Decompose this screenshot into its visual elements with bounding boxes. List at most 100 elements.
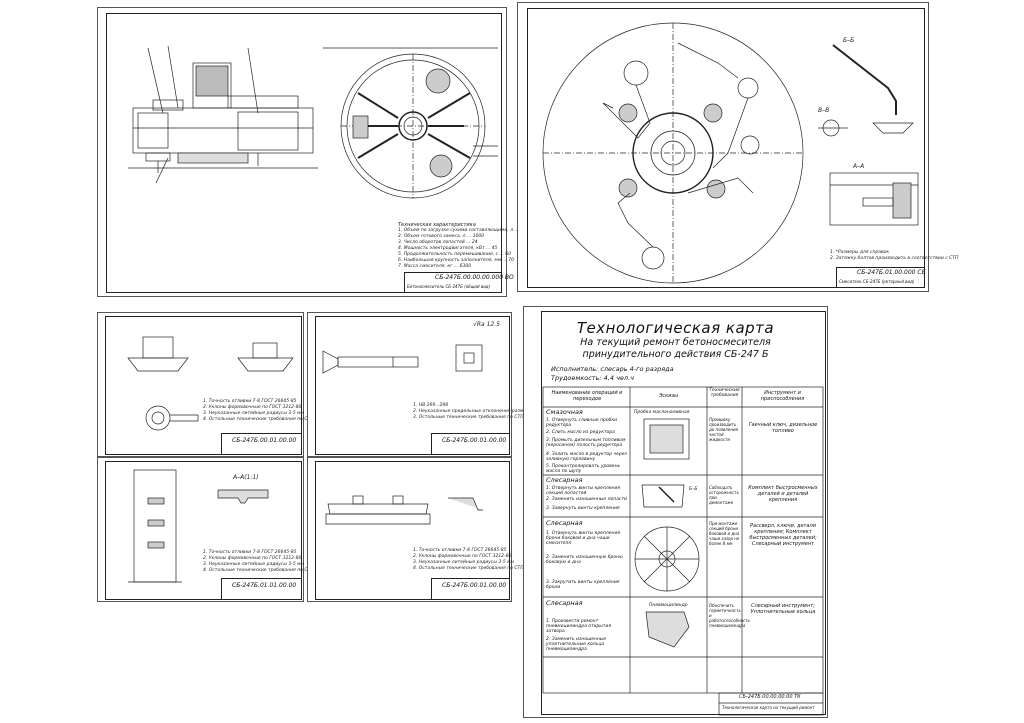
note-line: 1. Точность отливки 7-8 ГОСТ 26645-85 bbox=[413, 548, 507, 553]
sheet-general-view: Техническая характеристика 1. Объем по з… bbox=[97, 7, 532, 297]
card-title: Технологическая карта bbox=[576, 319, 775, 337]
note-line: 4. Остальные технические требования по С… bbox=[203, 417, 334, 422]
sheet-tech-card: Технологическая карта На текущий ремонт … bbox=[523, 306, 828, 718]
card-footer-label: Технологическая карта на текущий ремонт bbox=[722, 705, 815, 710]
block-role: Слесарная bbox=[546, 519, 583, 527]
sketch-label: Б–Б bbox=[689, 487, 698, 492]
drawing-code: СБ-247Б.01.01.00.00 bbox=[232, 582, 297, 589]
drawing-title: Смеситель СБ-247Б (роторный вид) bbox=[839, 279, 915, 284]
drawing-code: СБ-247Б.00.00.00.000 ВО bbox=[435, 274, 514, 281]
card-code: СБ-247Б.00.00.00.00 ТК bbox=[739, 694, 801, 700]
liner-plate-drawing bbox=[128, 469, 269, 583]
drawing-code: СБ-247Б.00.01.00.00 bbox=[442, 437, 507, 444]
step: 3. Завернуть винты крепления bbox=[546, 506, 620, 511]
sheet-liner-plate: А–А(1:1) 1. Точность отливки 7-8 ГОСТ 26… bbox=[97, 457, 334, 602]
technical-characteristics: Техническая характеристика 1. Объем по з… bbox=[398, 222, 532, 270]
card-subtitle-1: На текущий ремонт бетоносмесителя bbox=[580, 337, 771, 348]
block-role: Слесарная bbox=[546, 476, 583, 484]
sheet-frame bbox=[105, 461, 302, 600]
sheet-frame bbox=[105, 316, 302, 455]
rotor-plan-drawing bbox=[542, 22, 919, 284]
requirement: Промывку производить до появления чистой… bbox=[709, 417, 738, 442]
note-line: 3. Неуказанные литейные радиусы 3-5 мм bbox=[203, 562, 304, 567]
tool: Гаечный ключ, дизельное топливо bbox=[748, 422, 818, 434]
card-labor: Трудоемкость: 4,4 чел.ч bbox=[551, 374, 634, 382]
sketch-label: Пробка маслоналивная bbox=[634, 410, 690, 415]
note-line: 4. Мощность электродвигателя, кВт ... 45 bbox=[398, 246, 498, 251]
note-line: 2. Неуказанные предельные отклонения раз… bbox=[413, 409, 575, 414]
sheet2-notes: 1. *Размеры для справок 2. Затяжку болто… bbox=[830, 250, 958, 262]
step: 2. Слить масло из редуктора bbox=[546, 430, 615, 435]
card-subtitle-2: принудительного действия СБ-247 Б bbox=[582, 349, 769, 360]
tool: Слесарный инструмент; Уплотнительные кол… bbox=[750, 603, 816, 615]
header-sketches: Эскизы bbox=[658, 393, 679, 399]
requirement: Соблюдать осторожность при демонтаже bbox=[709, 485, 739, 505]
title-block: СБ-247Б.00.01.00.00 bbox=[431, 433, 510, 455]
sheet-side-liner: 1. Точность отливки 7-8 ГОСТ 26645-85 2.… bbox=[307, 457, 544, 602]
section-label: А–А bbox=[853, 163, 865, 170]
note-line: 2. Затяжку болтов производить в соответс… bbox=[830, 256, 959, 261]
note-line: 5. Продолжительность перемешивания, с ..… bbox=[398, 252, 511, 257]
sheet-frame bbox=[541, 311, 826, 715]
sheet5-notes: 1. Точность отливки 7-8 ГОСТ 26645-85 2.… bbox=[203, 550, 334, 574]
card-executor: Исполнитель: слесарь 4-го разряда bbox=[551, 365, 674, 373]
note-line: 3. Число оборотов лопастей ... 24 bbox=[398, 240, 478, 245]
drawing-code: СБ-247Б.01.00.000 СБ bbox=[857, 269, 926, 276]
sheet-frame bbox=[315, 461, 510, 600]
step: 2. Заменить изношенные лопасти bbox=[546, 497, 627, 502]
note-line: 4. Остальные технические требования по С… bbox=[413, 566, 544, 571]
step: 1. Отвернуть винты крепления секций лопа… bbox=[546, 486, 621, 496]
note-line: 1. Точность отливки 7-8 ГОСТ 26645-85 bbox=[203, 550, 297, 555]
step: 1. Произвести ремонт пневмоцилиндра откр… bbox=[546, 619, 612, 634]
note-line: 7. Масса смесителя, кг ... 6300 bbox=[398, 264, 472, 269]
bolt-drawing bbox=[322, 344, 483, 374]
block-role: Слесарная bbox=[546, 599, 583, 607]
header-operations: Наименование операций и переходов bbox=[551, 390, 623, 402]
step: 3. Закрутить винты крепления брони bbox=[546, 580, 620, 590]
title-block: СБ-247Б.01.01.00.00 bbox=[221, 578, 302, 600]
sheet-frame bbox=[315, 316, 510, 455]
drawing-code: СБ-247Б.00.01.00.00 bbox=[232, 437, 297, 444]
step: 1. Отвернуть сливные пробки редуктора bbox=[546, 418, 618, 428]
section-label: А–А(1:1) bbox=[233, 474, 259, 481]
sheet-bolt: √Ra 12.5 1. НВ 269...298 2. Неуказанные … bbox=[307, 312, 574, 457]
sheet-rotor-plan: Б–Б В–В А–А 1. *Размеры для справок 2. З… bbox=[517, 2, 958, 292]
note-line: 2. Уклоны формовочные по ГОСТ 3212-80 bbox=[203, 405, 302, 410]
step: 5. Проконтролировать уровень масла по щу… bbox=[546, 464, 621, 474]
sheet-frame bbox=[106, 13, 502, 293]
roughness-mark: √Ra 12.5 bbox=[473, 321, 500, 328]
tech-card-grid bbox=[542, 386, 824, 716]
notes-title: Техническая характеристика bbox=[398, 222, 476, 228]
note-line: 1. Точность отливки 7-8 ГОСТ 26645-85 bbox=[203, 399, 297, 404]
cone-part-drawing bbox=[127, 336, 294, 431]
drawing-title: Бетоносмеситель СБ-247Б (общий вид) bbox=[407, 284, 491, 289]
step: 2. Заменить изношенные уплотнительные ко… bbox=[546, 637, 607, 652]
section-label: В–В bbox=[818, 107, 830, 114]
title-block: СБ-247Б.00.00.00.000 ВО Бетоносмеситель … bbox=[404, 272, 514, 293]
title-block: СБ-247Б.01.00.000 СБ Смеситель СБ-247Б (… bbox=[836, 267, 926, 288]
sheet-frame bbox=[527, 8, 925, 288]
note-line: 3. Неуказанные литейные радиусы 3-5 мм bbox=[413, 560, 514, 565]
side-liner-drawing bbox=[325, 495, 483, 525]
section-label: Б–Б bbox=[843, 37, 855, 44]
sheet3-notes: 1. Точность отливки 7-8 ГОСТ 26645-85 2.… bbox=[203, 399, 334, 423]
tool: Комплект быстросменных деталей и деталей… bbox=[748, 485, 818, 503]
step: 3. Промыть дизельным топливом (керосином… bbox=[546, 438, 626, 448]
title-block: СБ-247Б.00.01.00.00 bbox=[221, 433, 302, 455]
sketch-label: Пневмоцилиндр bbox=[649, 603, 688, 608]
note-line: 2. Уклоны формовочные по ГОСТ 3212-80 bbox=[203, 556, 302, 561]
drawing-code: СБ-247Б.00.01.00.00 bbox=[442, 582, 507, 589]
requirement: При монтаже секций брони боковой и дна ч… bbox=[709, 521, 740, 546]
note-line: 4. Остальные технические требования по С… bbox=[203, 568, 334, 573]
note-line: 1. *Размеры для справок bbox=[830, 250, 890, 255]
sheet4-notes: 1. НВ 269...298 2. Неуказанные предельны… bbox=[413, 403, 574, 421]
note-line: 3. Неуказанные литейные радиусы 3-5 мм bbox=[203, 411, 304, 416]
step: 1. Отвернуть винты крепления брони боков… bbox=[546, 531, 621, 546]
block-role: Смазочная bbox=[546, 408, 583, 416]
note-line: 3. Остальные технические требования по С… bbox=[413, 415, 544, 420]
header-tools: Инструмент и приспособления bbox=[760, 390, 805, 402]
note-line: 1. НВ 269...298 bbox=[413, 403, 449, 408]
sheet-cone-part: 1. Точность отливки 7-8 ГОСТ 26645-85 2.… bbox=[97, 312, 334, 457]
title-block: СБ-247Б.00.01.00.00 bbox=[431, 578, 510, 600]
general-view-drawing bbox=[128, 45, 498, 199]
